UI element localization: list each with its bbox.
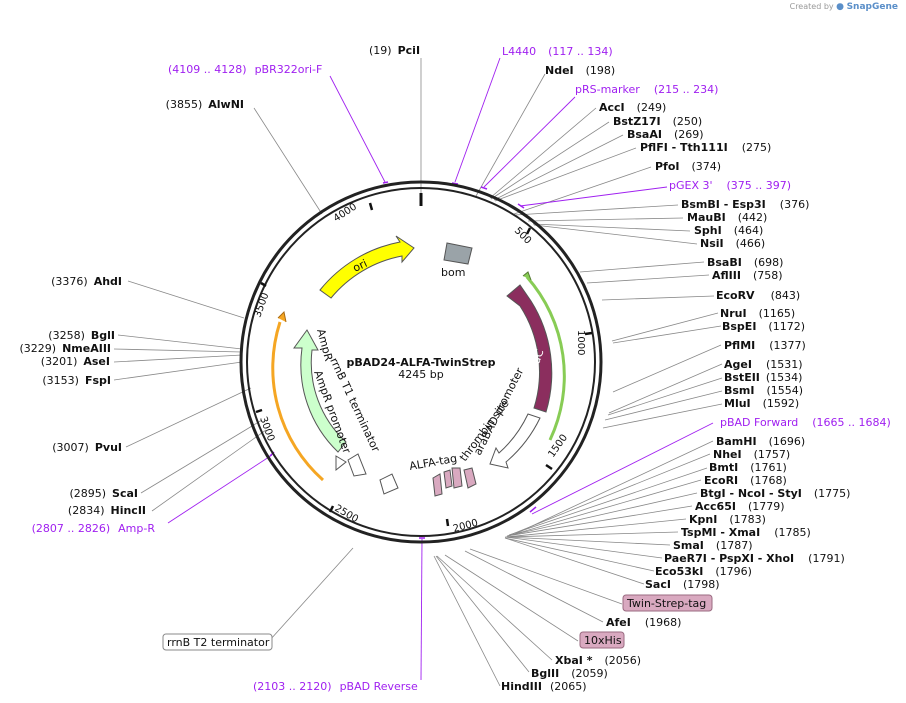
ampr-label: AmpR bbox=[314, 327, 335, 362]
plasmid-name: pBAD24-ALFA-TwinStrep bbox=[346, 356, 495, 369]
enzyme-fspi: (3153)FspI bbox=[42, 374, 111, 387]
credit-brand: SnapGene bbox=[846, 2, 898, 12]
enzyme-xbai: XbaI *(2056) bbox=[555, 654, 641, 667]
alfa-tag-feature bbox=[432, 473, 443, 497]
arac-promoter-arc bbox=[525, 276, 566, 441]
twin-strep-feature bbox=[451, 467, 463, 489]
plasmid-length: 4245 bp bbox=[398, 368, 443, 381]
enzyme-bsmbi-esp3i: BsmBI - Esp3I(376) bbox=[681, 198, 809, 211]
ampr-feature bbox=[293, 329, 347, 453]
enzyme-ahdi: (3376)AhdI bbox=[51, 275, 122, 288]
enzyme-nhei: NheI(1757) bbox=[713, 448, 790, 461]
backbone-outer-ring bbox=[239, 180, 603, 544]
enzyme-acc65i: Acc65I(1779) bbox=[695, 500, 785, 513]
ori-feature bbox=[319, 235, 415, 299]
enzyme-labels-left: (3855)AlwNI (3376)AhdI (3258)BglI (3229)… bbox=[20, 98, 245, 517]
enzyme-bmti: BmtI(1761) bbox=[709, 461, 787, 474]
rrnb-t2-terminator-box bbox=[162, 633, 273, 651]
enzyme-agei: AgeI(1531) bbox=[724, 358, 803, 371]
enzyme-asei: (3201)AseI bbox=[41, 355, 110, 368]
backbone-inner-ring bbox=[246, 187, 596, 537]
enzyme-bsteii: BstEII(1534) bbox=[724, 371, 802, 384]
enzyme-bstz17i: BstZ17I(250) bbox=[613, 115, 702, 128]
enzyme-sphi: SphI(464) bbox=[694, 224, 763, 237]
rrnb-t2-terminator-label: rrnB T2 terminator bbox=[167, 636, 270, 649]
enzyme-afliii: AflIII(758) bbox=[712, 269, 783, 282]
snapgene-credit: Created by ● SnapGene bbox=[790, 2, 898, 12]
enzyme-ndei: NdeI(198) bbox=[545, 64, 615, 77]
enzyme-bspei: BspEI(1172) bbox=[722, 320, 805, 333]
enzyme-bamhi: BamHI(1696) bbox=[716, 435, 805, 448]
primer-prs-marker: pRS-marker(215 .. 234) bbox=[575, 83, 718, 96]
enzyme-mlui: MluI(1592) bbox=[724, 397, 799, 410]
rrnb-t1-arrow-3 bbox=[335, 455, 347, 472]
enzyme-pflfi-tth111i: PflFI - Tth111I(275) bbox=[640, 141, 771, 154]
enzyme-eco53ki: Eco53kI(1796) bbox=[655, 565, 752, 578]
boxed-feature-labels: Twin-Strep-tag 10xHis rrnB T2 terminator bbox=[162, 594, 713, 651]
rrnb-t1-arrow-2 bbox=[379, 473, 399, 495]
his-tag-label: 10xHis bbox=[584, 634, 622, 647]
enzyme-smai: SmaI(1787) bbox=[673, 539, 752, 552]
primer-markers bbox=[269, 181, 537, 539]
ampr-promoter-arc bbox=[271, 321, 324, 482]
enzyme-hindiii: HindIII(2065) bbox=[501, 680, 587, 693]
enzyme-labels-right: (19)PciI NdeI(198) AccI(249) BstZ17I(250… bbox=[369, 44, 850, 693]
enzyme-pvui: (3007)PvuI bbox=[52, 441, 122, 454]
enzyme-bsmi: BsmI(1554) bbox=[724, 384, 803, 397]
enzyme-scai: (2895)ScaI bbox=[69, 487, 138, 500]
enzyme-ecorv: EcoRV(843) bbox=[716, 289, 800, 302]
his-tag-feature bbox=[463, 467, 477, 489]
bom-feature bbox=[443, 242, 473, 265]
feature-arrows bbox=[271, 235, 566, 497]
arac-promoter-arrow-icon bbox=[522, 271, 532, 281]
enzyme-ecori: EcoRI(1768) bbox=[704, 474, 787, 487]
primer-l4440: L4440(117 .. 134) bbox=[502, 45, 613, 58]
enzyme-nrui: NruI(1165) bbox=[720, 307, 795, 320]
his-tag-box bbox=[579, 631, 625, 649]
enzyme-bsaai: BsaAI(269) bbox=[627, 128, 704, 141]
enzyme-paer7i-pspxi-xhoi: PaeR7I - PspXI - XhoI(1791) bbox=[664, 552, 845, 565]
credit-text: Created by bbox=[789, 2, 834, 11]
enzyme-alwni: (3855)AlwNI bbox=[166, 98, 244, 111]
enzyme-saci: SacI(1798) bbox=[645, 578, 720, 591]
arac-feature bbox=[506, 284, 553, 413]
twin-strep-tag-label: Twin-Strep-tag bbox=[626, 597, 706, 610]
primer-leaders bbox=[167, 57, 714, 681]
ampr-promoter-arrow-icon bbox=[277, 310, 287, 323]
primer-pbad-reverse: (2103 .. 2120)pBAD Reverse bbox=[253, 680, 418, 693]
twin-strep-tag-box bbox=[622, 594, 713, 612]
alfa-tag-label: ALFA-tag bbox=[408, 452, 458, 473]
bom-label: bom bbox=[441, 266, 465, 279]
ori-label: ori bbox=[351, 257, 369, 275]
enzyme-pflmi: PflMI(1377) bbox=[724, 339, 806, 352]
thrombin-site-feature bbox=[443, 469, 453, 489]
rrnb-t1-arrow-1 bbox=[347, 453, 367, 477]
enzyme-hincii: (2834)HincII bbox=[68, 504, 146, 517]
primer-amp-r: (2807 .. 2826)Amp-R bbox=[32, 522, 156, 535]
enzyme-tspmi-xmai: TspMI - XmaI(1785) bbox=[681, 526, 811, 539]
snapgene-logo-icon: ● bbox=[836, 2, 845, 12]
enzyme-btgi-ncoi-styi: BtgI - NcoI - StyI(1775) bbox=[700, 487, 850, 500]
enzyme-nmeaiii: (3229)NmeAIII bbox=[20, 342, 112, 355]
tick-marks bbox=[255, 202, 593, 527]
primer-pbad-forward: pBAD Forward(1665 .. 1684) bbox=[720, 416, 891, 429]
enzyme-nsii: NsiI(466) bbox=[700, 237, 765, 250]
primer-pgex3: pGEX 3'(375 .. 397) bbox=[669, 179, 791, 192]
enzyme-maubi: MauBI(442) bbox=[687, 211, 767, 224]
enzyme-acci: AccI(249) bbox=[599, 101, 666, 114]
primer-labels: L4440(117 .. 134) pRS-marker(215 .. 234)… bbox=[32, 45, 891, 693]
enzyme-kpni: KpnI(1783) bbox=[689, 513, 766, 526]
enzyme-afei: AfeI(1968) bbox=[606, 616, 681, 629]
enzyme-pcii: (19)PciI bbox=[369, 44, 420, 57]
leader-lines bbox=[113, 58, 723, 687]
enzyme-bsabi: BsaBI(698) bbox=[707, 256, 783, 269]
arabad-promoter-feature bbox=[489, 413, 541, 469]
enzyme-bgli: (3258)BglI bbox=[48, 329, 115, 342]
enzyme-pfoi: PfoI(374) bbox=[655, 160, 721, 173]
enzyme-bglii: BglII(2059) bbox=[531, 667, 608, 680]
tick-label-1000: 1000 bbox=[575, 330, 586, 355]
primer-pbr322ori-f: (4109 .. 4128)pBR322ori-F bbox=[168, 63, 322, 76]
